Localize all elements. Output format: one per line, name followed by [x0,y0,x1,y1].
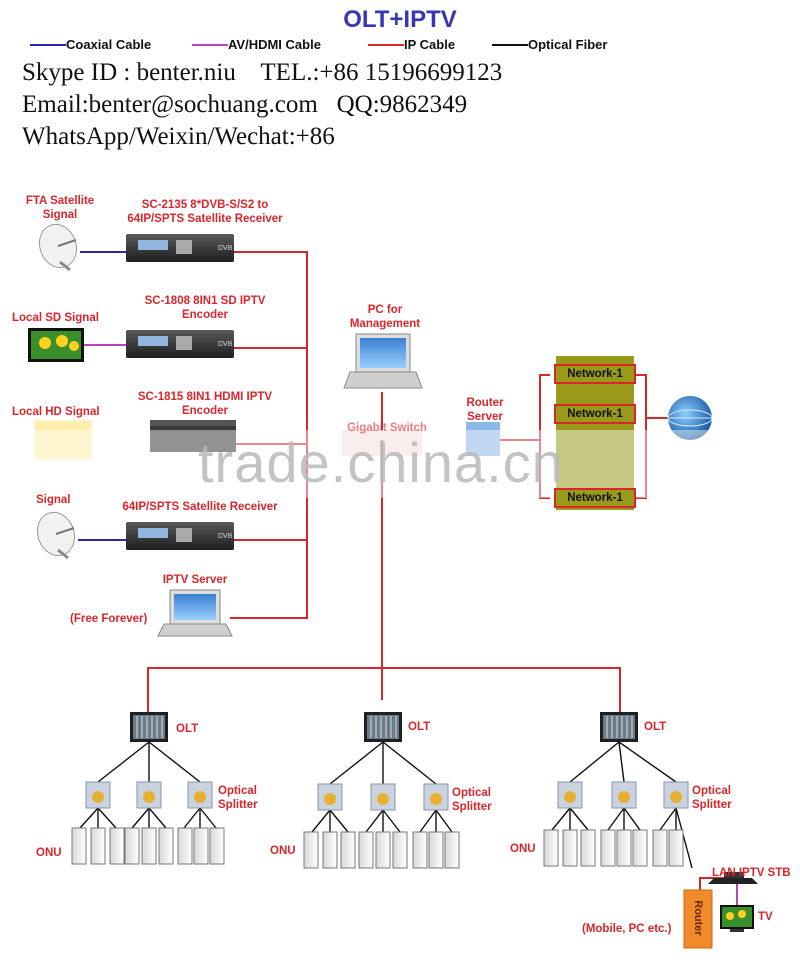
local-hd-label: Local HD Signal [12,406,100,418]
iptv-server-laptop-icon [157,589,233,637]
contact-line-3: WhatsApp/Weixin/Wechat:+86 [22,123,335,150]
legend-coax-label: Coaxial Cable [66,37,152,52]
ip-cables [147,251,728,890]
internet-globe-icon [667,396,713,440]
olt-icon-3 [600,712,638,742]
blur-band [0,430,800,498]
tv-label: TV [758,911,773,923]
olt-icon-2 [364,712,402,742]
splitter-label-2: Optical Splitter [452,787,492,813]
legend-av-swatch [192,44,228,46]
ip-line-network-loop [539,374,550,499]
satellite-dish-icon [38,223,78,272]
legend-fiber-label: Optical Fiber [528,37,608,52]
router-server-label: Router Server [466,397,504,423]
svg-text:DVB: DVB [218,533,233,540]
splitter-label-3: Optical Splitter [692,785,732,811]
sc1815-device-icon [150,420,236,452]
sc1815-label: SC-1815 8IN1 HDMI IPTV Encoder [137,391,273,417]
local-sd-label: Local SD Signal [12,312,99,324]
sc1808-label: SC-1808 8IN1 SD IPTV Encoder [144,295,266,321]
fta-satellite-label: FTA Satellite Signal [25,195,95,221]
splitter-label-1: Optical Splitter [218,785,258,811]
gigabit-switch-icon [342,430,422,456]
home-router-icon [683,889,713,949]
ip-line-olt-bus [147,667,621,712]
legend-av-label: AV/HDMI Cable [228,37,321,52]
legend-coax-swatch [30,44,66,46]
router-server-icon [466,422,500,456]
optical-splitter-icons [85,781,689,811]
network-box-3: Network-1 [554,488,636,508]
receiver2-device-icon: DVB [126,522,234,550]
olt-label-1: OLT [176,723,199,735]
stb-icon [708,872,758,884]
onu-label-1: ONU [36,847,62,859]
gigabit-switch-label: Gigabit Switch [347,422,427,434]
free-forever-label: (Free Forever) [70,613,148,625]
legend: Coaxial Cable AV/HDMI Cable IP Cable Opt… [30,36,790,54]
svg-text:DVB: DVB [218,341,233,348]
mobile-pc-label: (Mobile, PC etc.) [582,923,672,935]
diagram-title: OLT+IPTV [343,6,457,33]
receiver2-label: 64IP/SPTS Satellite Receiver [122,501,278,513]
watermark-text: trade.china.cn [198,431,564,494]
legend-fiber-swatch [492,44,528,46]
iptv-server-label: IPTV Server [162,574,228,586]
network-box-2: Network-1 [554,404,636,424]
sd-tv-icon [28,328,84,362]
optical-fiber-lines [79,741,693,869]
onu-label-3: ONU [510,843,536,855]
pc-management-label: PC for Management [349,304,421,330]
ip-line-network-loop-r [636,374,647,499]
legend-ip-label: IP Cable [404,37,456,52]
olt-label-2: OLT [408,721,431,733]
pc-management-laptop-icon [343,333,423,389]
onu-icons [71,827,684,869]
legend-ip-swatch [368,44,404,46]
ip-line-sc2135 [230,251,308,619]
router-vertical-label: Router [692,900,704,936]
network-box-1: Network-1 [554,364,636,384]
contact-line-1: Skype ID : benter.niu TEL.:+86 151966991… [22,59,503,86]
svg-text:DVB: DVB [218,245,233,252]
onu-label-2: ONU [270,845,296,857]
olt-label-3: OLT [644,721,667,733]
sc1808-device-icon: DVB [126,330,234,358]
sc2135-label: SC-2135 8*DVB-S/S2 to 64IP/SPTS Satellit… [127,199,283,225]
home-tv-icon [720,905,754,932]
signal-label: Signal [36,494,71,506]
olt-icon-1 [130,712,168,742]
contact-line-2: Email:benter@sochuang.com QQ:9862349 [22,91,468,118]
sc2135-device-icon: DVB [126,234,234,262]
lan-stb-label: LAN IPTV STB [712,867,791,879]
hd-tv-icon [34,420,92,460]
satellite-dish-icon-2 [36,511,76,560]
